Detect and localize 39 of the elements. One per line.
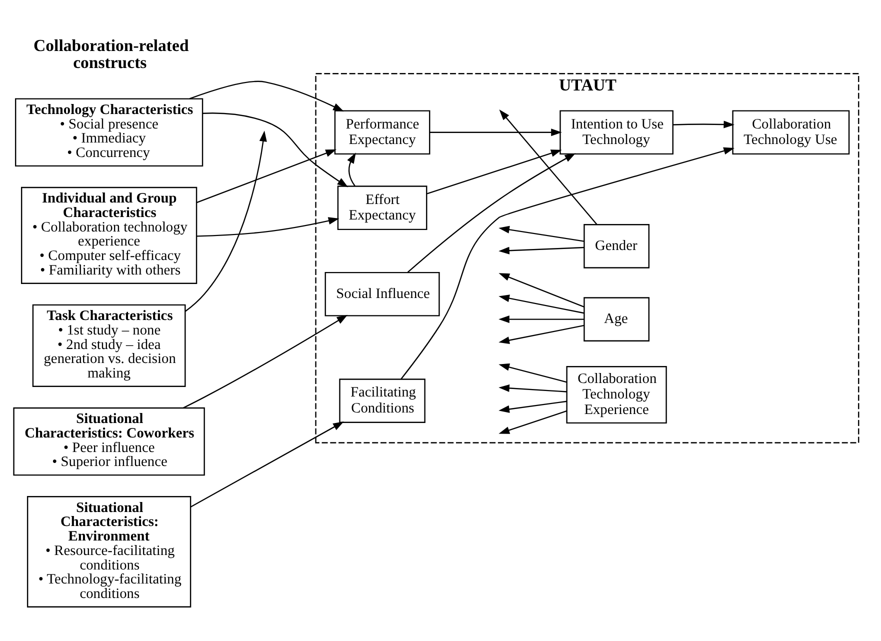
arrow (498, 324, 584, 344)
arrow (196, 217, 339, 237)
arrow (498, 226, 584, 242)
arrow (498, 384, 566, 392)
arrow (429, 128, 562, 136)
arrow (184, 130, 266, 312)
arrow (498, 294, 584, 314)
arrow (196, 149, 336, 204)
arrow (346, 152, 356, 186)
node-box: Situational Characteristics: Coworkers • Peer influence • Superior influence (12, 407, 204, 476)
arrow (400, 147, 734, 380)
arrow (498, 316, 584, 324)
node-box: Intention to Use Technology (559, 110, 673, 155)
node-box: Age (583, 297, 649, 342)
node-box: Facilitating Conditions (338, 378, 425, 423)
node-box: Task Characteristics • 1st study – none • 2nd study – idea generation vs. decision making (32, 304, 186, 388)
node-box: Individual and Group Characteristics • Collaboration technology experience • Computer self-efficacy • Familiarity with others (20, 186, 197, 284)
arrow (426, 150, 562, 194)
arrow (498, 410, 566, 434)
arrow (498, 273, 584, 308)
node-box: Technology Characteristics • Social presence • Immediacy • Concurrency (14, 98, 203, 167)
node-box: Gender (583, 224, 649, 268)
arrow (182, 314, 348, 408)
arrow (202, 112, 348, 188)
node-box: Social Influence (324, 272, 440, 316)
node-box: Collaboration Technology Experience (566, 366, 666, 424)
label: Collaboration-related constructs (33, 36, 188, 72)
node-box: Situational Characteristics: Environment • Resource-facilitating conditions • Technology-facilitating conditions (26, 496, 191, 608)
arrow (498, 246, 584, 254)
node-box: Effort Expectancy (336, 186, 427, 230)
arrow (498, 110, 597, 225)
arrow (498, 400, 566, 413)
node-box: Collaboration Technology Use (732, 110, 850, 155)
arrow (190, 422, 344, 508)
arrow (406, 153, 576, 273)
arrow (672, 120, 734, 128)
node-box: Performance Expectancy (334, 110, 430, 155)
arrow (498, 363, 566, 383)
arrow (188, 80, 344, 112)
